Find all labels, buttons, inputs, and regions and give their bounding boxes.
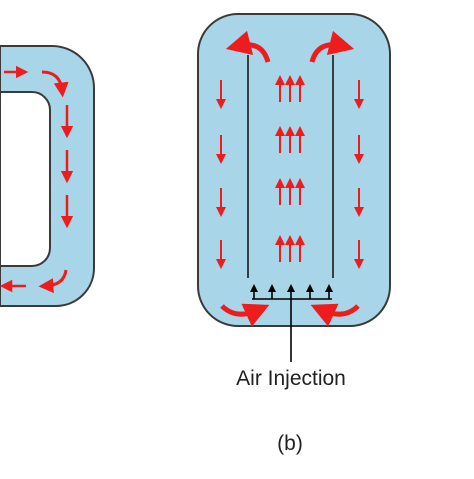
riser-arrows [275,75,305,262]
flow-arrow-curved [225,30,271,63]
air-sparger [250,284,333,362]
panel-b-reactor [197,13,391,362]
flow-arrow-curved [309,30,355,63]
panel-a-reactor [0,45,95,307]
external-loop-inner [0,91,51,267]
air-injection-label: Air Injection [236,367,346,390]
reactor-vessel [197,13,391,327]
flow-arrow-curved [38,269,68,294]
flow-arrow-curved [41,70,69,98]
flow-arrow-curved [220,303,270,327]
panel-b-label: (b) [277,432,303,455]
flow-arrow-curved [310,303,360,327]
